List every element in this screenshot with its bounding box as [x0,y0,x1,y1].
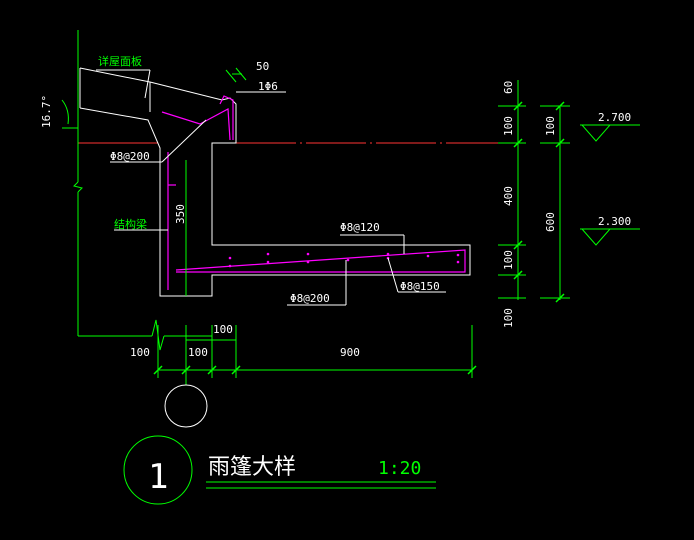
label-beam-height: 350 [174,204,187,224]
title-bubble [123,435,193,505]
label-beam: 结构梁 [114,217,147,231]
label-stirrup: Φ8@200 [110,150,150,163]
label-dist-bar: Φ8@150 [400,280,440,293]
dim-right-100b: 100 [502,250,515,270]
dim-bottom-100b: 100 [188,346,208,359]
dim-right-100c: 100 [502,308,515,328]
label-top-bar: Φ8@120 [340,221,380,234]
axis-bubble [164,384,208,428]
label-rebar-top: 1Φ6 [258,80,278,93]
dim-right-400: 400 [502,186,515,206]
dim-right-inner-600: 600 [544,212,557,232]
leaders [96,69,446,306]
rebar [161,95,466,290]
title-number: 1 [148,457,168,497]
dimension-ticks [153,101,565,375]
dim-bottom-900: 900 [340,346,360,359]
label-roof-tile: 详屋面板 [98,54,142,68]
dimension-lines [61,30,640,489]
label-tile-width: 50 [256,60,269,73]
title-name: 雨篷大样 [208,455,296,480]
dim-right-100a: 100 [502,116,515,136]
dim-right-inner-100: 100 [544,116,557,136]
title-scale: 1:20 [378,458,421,479]
rebar-dots [228,252,460,268]
elevation-upper: 2.700 [598,111,631,124]
canopy-outline [79,67,471,297]
label-slope-angle: 16.7° [40,95,53,128]
dim-bottom-top-100: 100 [213,323,233,336]
elevation-lower: 2.300 [598,215,631,228]
label-bottom-bar: Φ8@200 [290,292,330,305]
dim-bottom-100a: 100 [130,346,150,359]
dim-right-60: 60 [502,81,515,94]
